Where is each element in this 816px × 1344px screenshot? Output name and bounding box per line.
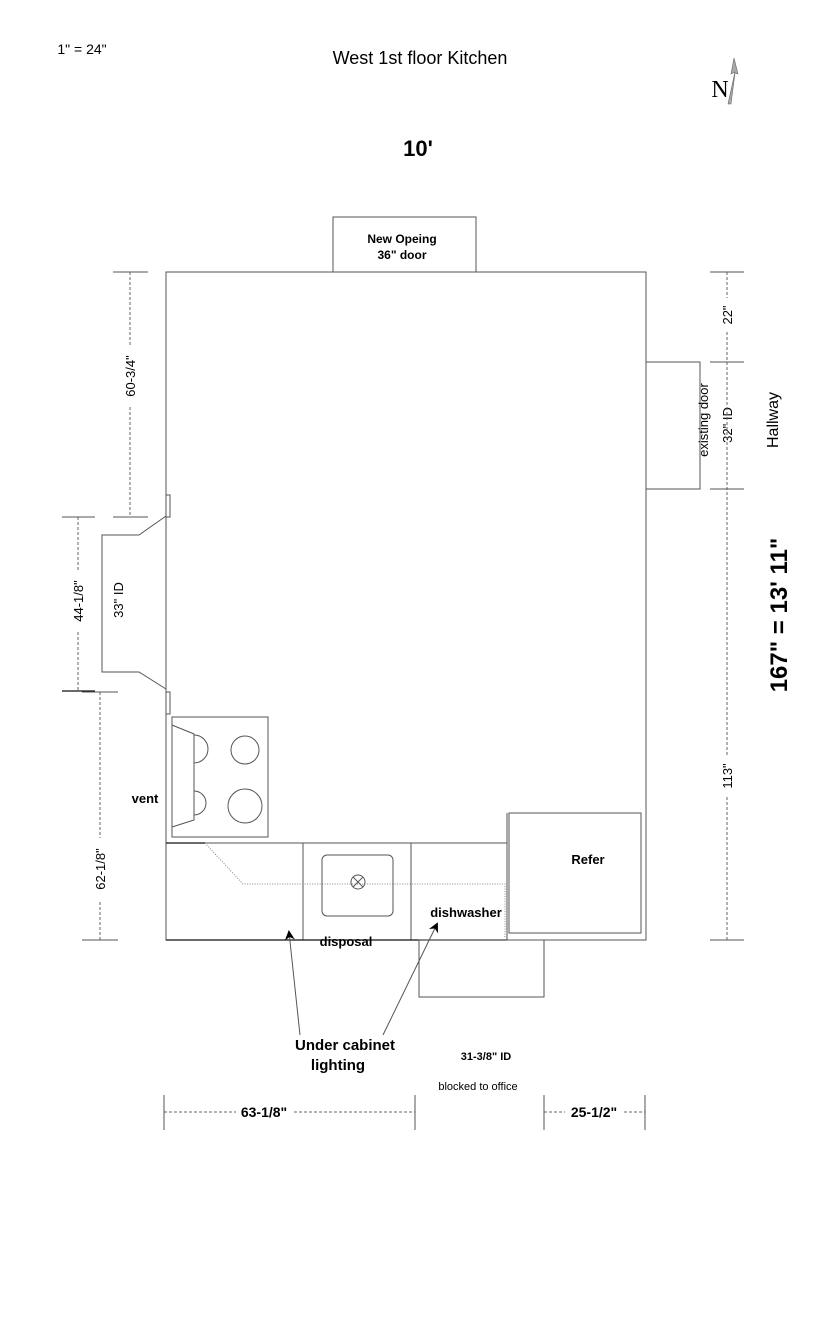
width-label: 10' [403, 136, 433, 161]
new-opening-label: New Opeing [367, 232, 436, 246]
disposal-label: disposal [320, 934, 373, 949]
plan-title: West 1st floor Kitchen [333, 48, 508, 68]
dim-left-window: 44-1/8" [71, 580, 86, 622]
existing-door-label: existing door [696, 382, 711, 456]
lighting-arrows [284, 922, 438, 1036]
bottom-opening-note: blocked to office [438, 1081, 517, 1093]
new-opening-size: 36" door [377, 248, 426, 262]
dim-right-top: 22" [720, 305, 735, 324]
window-width: 33" ID [111, 582, 126, 618]
dim-bottom-right: 25-1/2" [571, 1104, 617, 1120]
dim-right-bottom: 113" [720, 763, 735, 789]
refrigerator [506, 812, 642, 940]
hallway-label: Hallway [765, 392, 782, 448]
blocked-opening [418, 939, 545, 998]
refrigerator-label: Refer [571, 852, 604, 867]
right-dimension [710, 271, 744, 941]
new-opening [332, 216, 477, 273]
sink [321, 854, 394, 917]
bottom-opening-width: 31-3/8" ID [461, 1051, 512, 1063]
existing-door [645, 361, 701, 490]
dishwasher-label: dishwasher [430, 905, 502, 920]
dim-bottom-left: 63-1/8" [241, 1104, 287, 1120]
stove [171, 716, 269, 838]
counter-run [166, 842, 507, 941]
dim-left-top: 60-3/4" [123, 355, 138, 397]
bay-window [101, 494, 171, 715]
room-outline [165, 271, 647, 941]
north-arrow-icon: N [711, 57, 739, 105]
lighting-label-2: lighting [311, 1057, 365, 1074]
vent-label: vent [132, 791, 159, 806]
svg-text:N: N [711, 77, 728, 103]
dim-total-length: 167" = 13' 11" [766, 538, 793, 693]
scale-label: 1" = 24" [57, 41, 106, 57]
dim-left-bottom: 62-1/8" [93, 848, 108, 890]
lighting-label-1: Under cabinet [295, 1037, 395, 1054]
